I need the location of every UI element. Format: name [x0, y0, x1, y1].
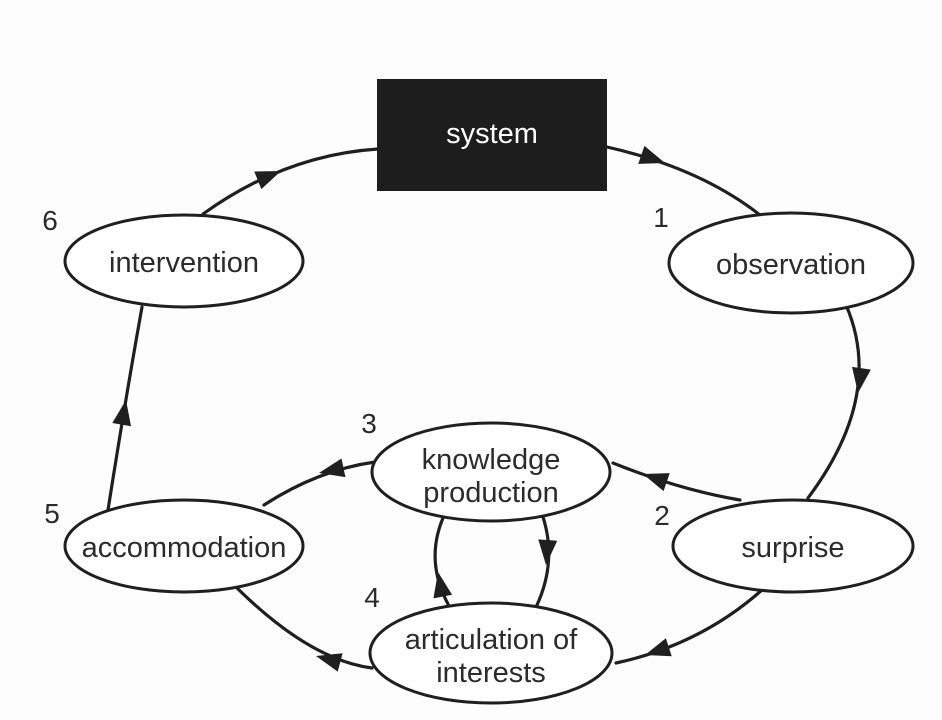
node-accommodation: accommodation 5 — [44, 498, 305, 594]
arrow-system-to-observation — [605, 145, 762, 217]
arrowhead-icon — [254, 171, 281, 190]
system-label: system — [446, 118, 538, 150]
arrow-observation-to-surprise — [806, 303, 871, 500]
surprise-label: surprise — [741, 532, 844, 564]
arrowhead-icon — [645, 638, 672, 657]
step-number-1: 1 — [653, 202, 669, 233]
arrowhead-icon — [638, 145, 665, 164]
node-knowledge-production: knowledge production 3 — [361, 408, 612, 523]
node-surprise: surprise 2 — [654, 498, 915, 594]
edges — [106, 145, 871, 672]
step-number-5: 5 — [44, 498, 60, 529]
arrowhead-icon — [852, 366, 871, 393]
arrowhead-icon — [316, 653, 343, 672]
accommodation-label: accommodation — [82, 532, 287, 564]
arrowhead-icon — [538, 539, 558, 565]
arrow-surprise-to-articulation — [614, 588, 764, 665]
arrowhead-icon — [643, 473, 670, 492]
knowledge-production-label-line1: knowledge — [422, 444, 561, 476]
accommodation-ellipse — [63, 498, 305, 594]
step-number-6: 6 — [42, 205, 58, 236]
arrow-surprise-to-knowledge-production — [611, 461, 742, 502]
arrow-knowledge-production-to-accommodation — [262, 458, 377, 507]
articulation-label-line1: articulation of — [405, 624, 578, 656]
knowledge-production-ellipse — [370, 421, 612, 523]
observation-ellipse — [667, 211, 915, 315]
observation-label: observation — [716, 249, 866, 281]
step-number-2: 2 — [654, 500, 670, 531]
surprise-ellipse — [671, 498, 915, 594]
node-intervention: intervention 6 — [42, 205, 305, 309]
intervention-ellipse — [63, 213, 305, 309]
articulation-of-interests-ellipse — [368, 601, 614, 705]
system-box — [377, 79, 607, 191]
step-number-3: 3 — [361, 408, 377, 439]
arrow-articulation-to-accommodation — [235, 586, 374, 672]
arrowhead-icon — [319, 458, 346, 478]
node-articulation-of-interests: articulation of interests 4 — [364, 582, 614, 705]
arrowhead-icon — [433, 572, 453, 599]
arrow-articulation-to-knowledge-production — [433, 516, 453, 606]
step-number-4: 4 — [364, 582, 380, 613]
intervention-label: intervention — [109, 247, 259, 279]
arrowhead-icon — [112, 400, 132, 427]
node-system: system — [377, 79, 607, 191]
arrow-intervention-to-system — [201, 147, 380, 216]
node-observation: observation 1 — [653, 202, 915, 315]
arrow-accommodation-to-intervention — [106, 305, 144, 512]
knowledge-production-label-line2: production — [423, 477, 558, 509]
arrow-knowledge-production-to-articulation — [535, 515, 558, 607]
articulation-label-line2: interests — [436, 657, 546, 689]
